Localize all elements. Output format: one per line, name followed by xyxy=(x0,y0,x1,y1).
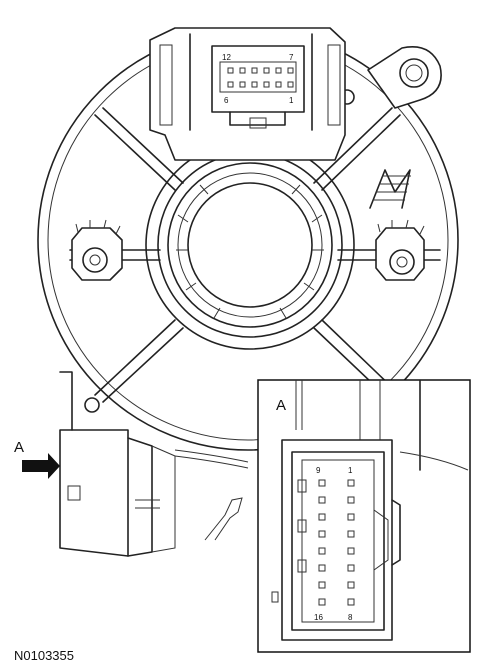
side-connector xyxy=(59,371,249,557)
top-connector: 12 7 6 1 xyxy=(149,27,346,161)
pin-label-6: 6 xyxy=(224,96,229,105)
inset-label-a: A xyxy=(276,397,286,414)
callout-arrow-a: A xyxy=(14,439,60,479)
figure-id: N0103355 xyxy=(14,648,74,663)
inset-pin-label-8: 8 xyxy=(348,613,353,622)
pin-label-12: 12 xyxy=(222,53,231,62)
callout-label-a: A xyxy=(14,439,24,456)
main-connector-terminals xyxy=(227,67,294,88)
inset-panel: A 9 1 16 8 xyxy=(257,379,471,653)
left-retaining-nut xyxy=(71,219,123,281)
inset-pin-label-1: 1 xyxy=(348,466,353,475)
right-retaining-nut xyxy=(375,219,425,281)
clockspring-body xyxy=(37,29,459,451)
pin-label-1: 1 xyxy=(289,96,294,105)
inset-pin-label-9: 9 xyxy=(316,466,321,475)
m-logo xyxy=(369,169,411,209)
inset-connector-terminals xyxy=(318,479,355,606)
inset-pin-label-16: 16 xyxy=(314,613,323,622)
pin-label-7: 7 xyxy=(289,53,294,62)
